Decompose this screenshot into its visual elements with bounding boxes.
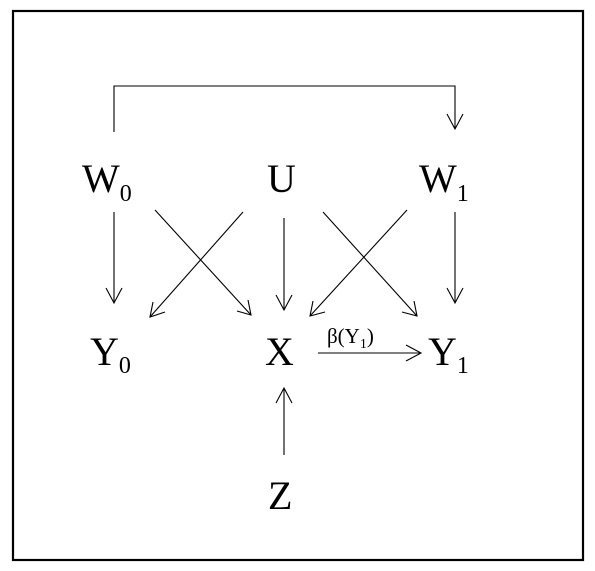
- node-x-letter: X: [265, 329, 294, 374]
- node-y1-letter: Y: [428, 329, 457, 374]
- node-w0-subscript: 0: [120, 181, 132, 207]
- node-u-letter: U: [267, 156, 296, 201]
- edge-w0-x: [154, 209, 252, 316]
- node-z: Z: [268, 473, 292, 518]
- edge-w1-x-arrowhead: [309, 300, 326, 317]
- node-u: U: [267, 156, 296, 201]
- edge-w0-x-arrowhead: [236, 299, 252, 316]
- edge-u-y1: [322, 211, 418, 317]
- node-y0-letter: Y: [90, 329, 119, 374]
- node-y0: Y0: [90, 329, 131, 379]
- node-w1: W1: [419, 156, 469, 207]
- node-x: X: [265, 329, 294, 374]
- edge-label-beta: β(Y1): [327, 324, 374, 352]
- edge-w0-w1: [113, 85, 456, 132]
- edges: [105, 85, 464, 455]
- edge-u-y0-arrowhead: [149, 301, 166, 318]
- edge-u-y1-arrowhead: [401, 300, 418, 317]
- nodes: W0 U W1 Y0 X Y1 Z: [82, 156, 469, 518]
- node-y1-subscript: 1: [457, 353, 469, 379]
- edge-label-subscript: 1: [360, 337, 367, 352]
- node-w0: W0: [82, 156, 132, 207]
- edge-x-y1-arrowhead: [405, 344, 423, 362]
- node-w1-letter: W: [419, 156, 457, 201]
- node-y0-subscript: 0: [119, 353, 131, 379]
- edge-w1-x: [309, 209, 408, 317]
- edge-u-y0: [149, 211, 244, 318]
- edge-w1-y1-arrowhead: [446, 287, 464, 305]
- edge-label-suffix: ): [367, 324, 374, 348]
- node-y1: Y1: [428, 329, 469, 379]
- node-w0-letter: W: [82, 156, 120, 201]
- node-z-letter: Z: [268, 473, 292, 518]
- node-w1-subscript: 1: [457, 181, 469, 207]
- edge-u-x-arrowhead: [275, 294, 293, 312]
- edge-w0-y0-arrowhead: [105, 287, 123, 305]
- diagram-frame: [11, 9, 585, 562]
- edge-label-prefix: β(Y: [327, 324, 360, 348]
- edge-z-x-arrowhead: [275, 386, 293, 404]
- edge-w0-w1-arrowhead: [446, 113, 464, 131]
